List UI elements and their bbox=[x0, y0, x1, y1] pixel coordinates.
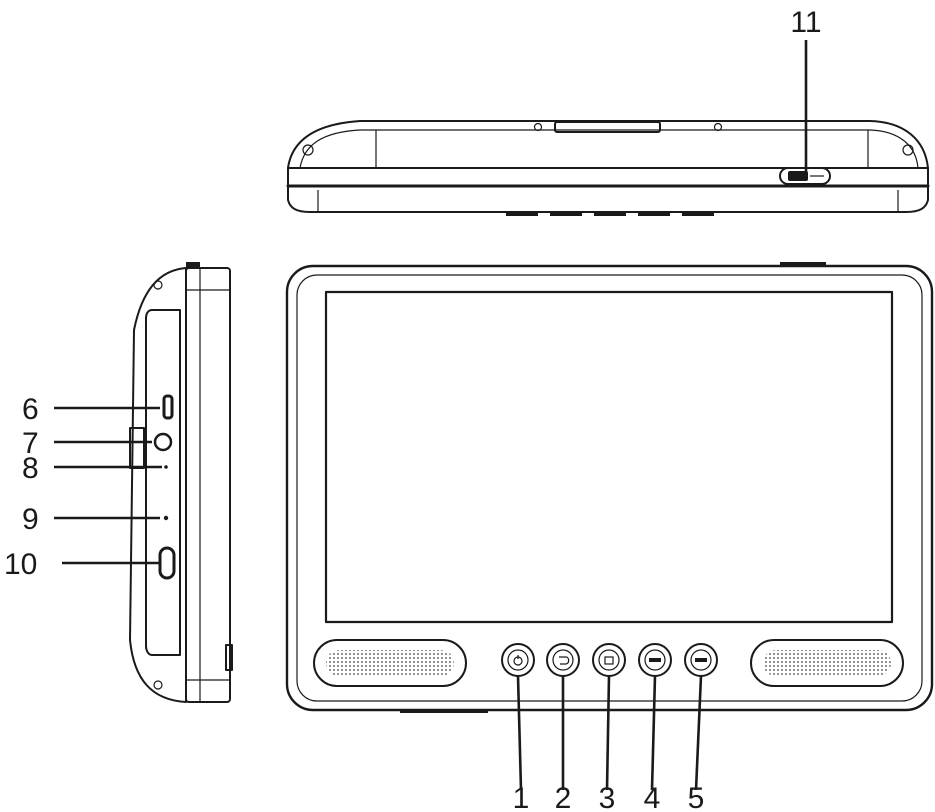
left-speaker bbox=[313, 639, 467, 687]
volume-down-button bbox=[638, 643, 672, 677]
leader-lines bbox=[54, 40, 808, 791]
front-view bbox=[285, 262, 934, 713]
callout-5: 5 bbox=[688, 782, 705, 812]
callout-4: 4 bbox=[644, 782, 661, 812]
callout-1: 1 bbox=[513, 782, 530, 812]
card-slot bbox=[158, 546, 176, 580]
microphone bbox=[164, 465, 168, 469]
callout-8: 8 bbox=[22, 452, 39, 485]
callout-11: 11 bbox=[790, 6, 821, 39]
back-button bbox=[546, 643, 580, 677]
home-button bbox=[592, 643, 626, 677]
callout-10: 10 bbox=[4, 548, 37, 581]
dc-in-port bbox=[163, 515, 169, 521]
earphone-jack bbox=[129, 427, 173, 469]
callout-6: 6 bbox=[22, 393, 39, 426]
top-view bbox=[286, 120, 930, 216]
callout-9: 9 bbox=[22, 503, 39, 536]
callout-2: 2 bbox=[555, 782, 572, 812]
callout-7: 7 bbox=[22, 427, 39, 460]
power-button bbox=[501, 643, 535, 677]
callout-3: 3 bbox=[599, 782, 616, 812]
side-view bbox=[129, 262, 233, 703]
volume-up-button bbox=[684, 643, 718, 677]
usb-port bbox=[162, 394, 174, 420]
right-speaker bbox=[750, 639, 904, 687]
callout-labels: 1 2 3 4 5 6 7 8 9 10 11 bbox=[4, 6, 822, 812]
